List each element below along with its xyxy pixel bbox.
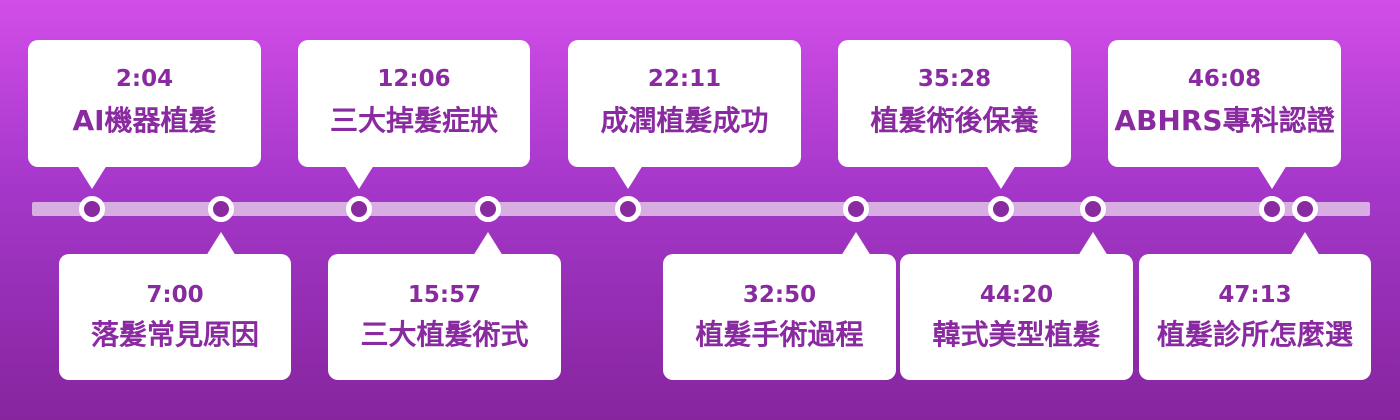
chapter-time: 32:50 xyxy=(742,282,817,308)
card-pointer xyxy=(613,165,643,189)
timeline-node-47-13[interactable] xyxy=(1292,196,1318,222)
timeline-node-35-28[interactable] xyxy=(988,196,1014,222)
timeline-node-7-00[interactable] xyxy=(208,196,234,222)
chapter-card-15-57[interactable]: 15:57 三大植髮術式 xyxy=(328,232,561,380)
chapter-title: 植髮手術過程 xyxy=(695,318,864,351)
chapter-card-44-20[interactable]: 44:20 韓式美型植髮 xyxy=(900,232,1133,380)
chapter-card-22-11[interactable]: 22:11 成潤植髮成功 xyxy=(568,40,801,189)
chapter-card-7-00[interactable]: 7:00 落髮常見原因 xyxy=(59,232,291,380)
chapter-time: 44:20 xyxy=(979,282,1054,308)
chapter-time: 46:08 xyxy=(1187,66,1262,92)
card-pointer xyxy=(841,232,871,256)
card-pointer xyxy=(986,165,1016,189)
chapter-time: 15:57 xyxy=(407,282,482,308)
card-pointer xyxy=(473,232,503,256)
chapter-time: 7:00 xyxy=(146,282,204,308)
chapter-title: 成潤植髮成功 xyxy=(600,104,769,137)
chapter-card-12-06[interactable]: 12:06 三大掉髮症狀 xyxy=(298,40,530,189)
chapter-card-35-28[interactable]: 35:28 植髮術後保養 xyxy=(838,40,1071,189)
card-pointer xyxy=(206,232,236,256)
chapter-time: 22:11 xyxy=(647,66,722,92)
timeline-node-22-11[interactable] xyxy=(615,196,641,222)
card-pointer xyxy=(1078,232,1108,256)
card-pointer xyxy=(1290,232,1320,256)
chapter-title: 三大掉髮症狀 xyxy=(329,104,498,137)
card-pointer xyxy=(344,165,374,189)
timeline-node-46-08[interactable] xyxy=(1259,196,1285,222)
timeline-node-12-06[interactable] xyxy=(346,196,372,222)
chapter-title: 植髮術後保養 xyxy=(870,104,1039,137)
chapter-title: AI機器植髮 xyxy=(72,104,217,137)
chapter-card-2-04[interactable]: 2:04 AI機器植髮 xyxy=(28,40,261,189)
chapter-title: ABHRS專科認證 xyxy=(1114,104,1335,137)
chapter-time: 47:13 xyxy=(1218,282,1292,308)
chapter-card-46-08[interactable]: 46:08 ABHRS專科認證 xyxy=(1108,40,1341,189)
chapter-title: 植髮診所怎麼選 xyxy=(1156,318,1353,351)
chapter-title: 落髮常見原因 xyxy=(90,318,259,351)
chapter-title: 韓式美型植髮 xyxy=(932,318,1101,351)
chapter-time: 12:06 xyxy=(377,66,451,92)
timeline-node-15-57[interactable] xyxy=(475,196,501,222)
card-pointer xyxy=(1257,165,1287,189)
chapter-card-32-50[interactable]: 32:50 植髮手術過程 xyxy=(663,232,896,380)
timeline-node-2-04[interactable] xyxy=(79,196,105,222)
chapter-time: 2:04 xyxy=(115,66,174,92)
card-pointer xyxy=(77,165,107,189)
timeline-node-44-20[interactable] xyxy=(1080,196,1106,222)
chapter-card-47-13[interactable]: 47:13 植髮診所怎麼選 xyxy=(1139,232,1371,380)
timeline-node-32-50[interactable] xyxy=(843,196,869,222)
chapter-title: 三大植髮術式 xyxy=(360,318,529,351)
chapter-time: 35:28 xyxy=(917,66,992,92)
